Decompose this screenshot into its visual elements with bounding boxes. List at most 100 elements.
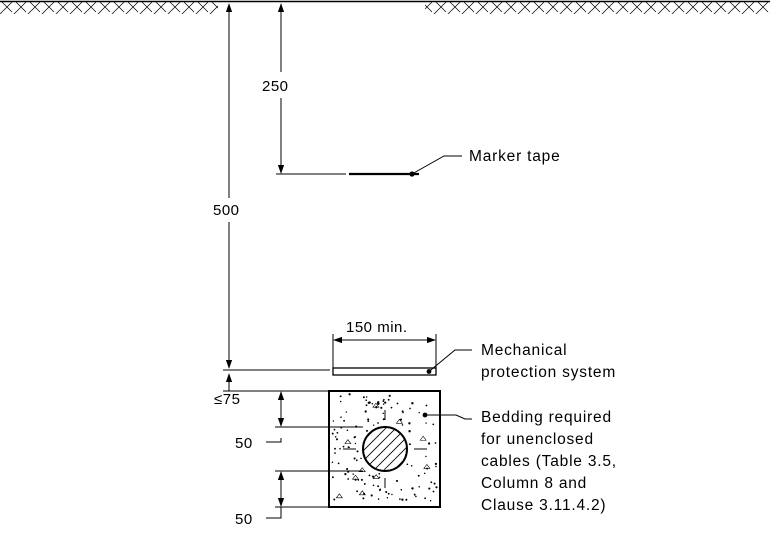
bedding-grain: [399, 498, 401, 500]
bedding-grain: [343, 419, 346, 422]
bedding-grain: [380, 406, 383, 409]
bedding-grain: [425, 455, 427, 458]
bedding-grain: [432, 423, 435, 426]
bedding-label-line4: Column 8 and: [481, 475, 587, 492]
bedding-grain: [411, 487, 414, 490]
bedding-grain: [373, 424, 375, 426]
bedding-grain: [364, 410, 367, 413]
bedding-grain: [332, 420, 335, 422]
bedding-grain: [346, 429, 349, 431]
dimension-bedding-bottom-label: 50: [235, 511, 253, 528]
bedding-grain: [360, 457, 362, 460]
bedding-grain: [331, 432, 334, 435]
dimension-width-min-label: 150 min.: [346, 319, 408, 336]
dimension-top-cover: [276, 3, 346, 175]
bedding-grain: [432, 490, 435, 493]
bedding-grain: [428, 487, 431, 490]
bedding-grain: [418, 411, 420, 414]
bedding-aggregate: [351, 474, 360, 480]
bedding-aggregate: [358, 490, 366, 496]
bedding-texture: [331, 393, 438, 502]
bedding-grain: [335, 438, 339, 441]
bedding-grain: [346, 467, 349, 471]
bedding-grain: [401, 424, 404, 426]
bedding-grain: [402, 411, 404, 414]
bedding-grain: [336, 431, 339, 434]
bedding-grain: [368, 402, 370, 404]
bedding-grain: [356, 490, 359, 493]
bedding-grain: [331, 461, 334, 463]
bedding-grain: [367, 418, 370, 421]
bedding-grain: [400, 488, 403, 491]
bedding-grain: [435, 465, 437, 468]
bedding-grain: [340, 416, 342, 418]
bedding-grain: [427, 442, 431, 445]
marker-tape-label: Marker tape: [469, 148, 561, 165]
bedding-grain: [382, 418, 385, 421]
bedding-grain: [352, 473, 354, 475]
bedding-grain: [345, 411, 347, 413]
bedding-grain: [430, 481, 433, 484]
bedding-label-line3: cables (Table 3.5,: [481, 453, 617, 470]
bedding-grain: [357, 479, 360, 481]
bedding-grain: [353, 457, 356, 460]
bedding-grain: [333, 428, 336, 431]
bedding-grain: [433, 482, 436, 485]
bedding-grain: [406, 463, 409, 466]
bedding-grain: [409, 407, 411, 410]
bedding-aggregate: [419, 435, 427, 441]
bedding-grain: [337, 462, 340, 465]
bedding-label-line5: Clause 3.11.4.2): [481, 497, 606, 514]
cable-centerlines: [343, 410, 427, 488]
bedding-grain: [339, 400, 342, 403]
bedding-grain: [418, 486, 420, 488]
bedding-grain: [372, 484, 375, 487]
bedding-grain: [331, 476, 334, 479]
bedding-grain: [365, 396, 368, 398]
bedding-grain: [333, 498, 336, 501]
bedding-grain: [399, 418, 403, 421]
marker-tape-leader: [409, 155, 462, 177]
bedding-leader: [422, 412, 472, 420]
bedding-label-line2: for unenclosed: [481, 431, 594, 448]
bedding-grain: [379, 488, 382, 490]
bedding-grain: [413, 493, 416, 496]
bedding-grain: [423, 472, 426, 475]
dimension-bedding-top: [266, 391, 285, 443]
bedding-grain: [339, 395, 342, 398]
bedding-grain: [355, 459, 358, 462]
bedding-grain: [396, 402, 399, 405]
dimension-total-depth-label: 500: [213, 202, 240, 219]
bedding-grain: [339, 447, 341, 450]
bedding-grain: [382, 403, 385, 405]
bedding-grain: [334, 447, 336, 450]
bedding-grain: [371, 402, 374, 405]
bedding-grain: [360, 478, 363, 481]
bedding-aggregate: [358, 467, 366, 472]
bedding-grain: [391, 493, 393, 496]
bedding-grain: [386, 496, 389, 499]
bedding-aggregate: [423, 463, 431, 469]
bedding-grain: [387, 492, 390, 495]
bedding-grain: [370, 494, 373, 497]
bedding-grain: [425, 404, 428, 407]
mechanical-protection-slab: [332, 367, 437, 376]
ground-surface-right: [425, 0, 770, 14]
bedding-grain: [390, 406, 393, 409]
bedding-grain: [365, 404, 368, 407]
bedding-grain: [354, 442, 357, 445]
bedding-aggregate: [344, 439, 352, 444]
bedding-label-line1: Bedding required: [481, 409, 612, 426]
bedding-aggregate: [335, 493, 343, 499]
bedding-grain: [378, 476, 381, 479]
bedding-grain: [424, 497, 426, 500]
bedding-aggregate: [372, 474, 380, 479]
bedding-grain: [425, 422, 427, 424]
dimension-bedding-top-label: 50: [235, 435, 253, 452]
bedding-grain: [377, 402, 380, 405]
bedding-grain: [362, 396, 365, 399]
ground-surface-left: [0, 0, 218, 14]
bedding-grain: [384, 401, 387, 404]
bedding-grain: [365, 399, 368, 402]
